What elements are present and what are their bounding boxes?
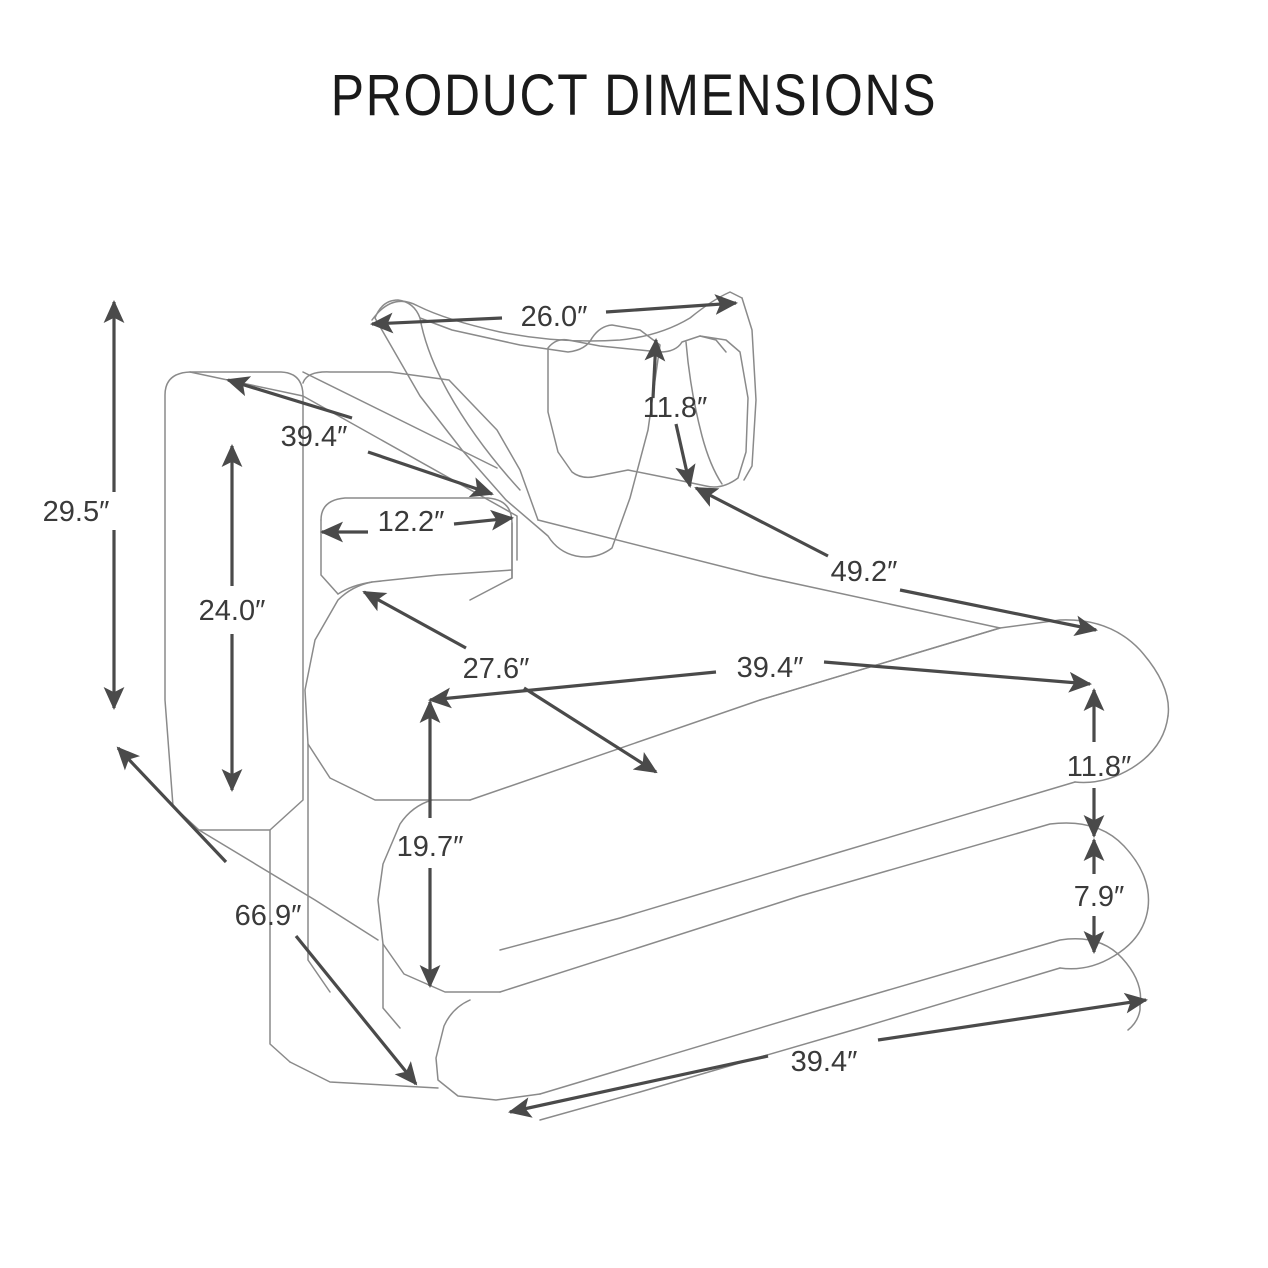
left-arm-top-inner-edge	[302, 371, 498, 469]
dimline-seat-depth-a	[362, 590, 467, 650]
left-arm-inner-return	[469, 522, 513, 601]
label-back-top-depth: 39.4″	[281, 421, 348, 453]
label-overall-depth: 66.9″	[235, 900, 302, 932]
dimline-back-top-depth-a	[226, 376, 353, 420]
dimline-seat-width-right	[823, 660, 1092, 693]
base-plinth-front	[539, 967, 1061, 1121]
label-cushion-height: 11.8″	[1067, 751, 1132, 783]
backrest-lower-edge	[337, 569, 513, 595]
left-base-front	[289, 1061, 439, 1089]
left-cushion-edge	[382, 943, 401, 1029]
label-chaise-diagonal: 49.2″	[831, 556, 898, 588]
seat-cushion-layer	[377, 799, 501, 993]
dimline-overall-width-a	[508, 1054, 769, 1118]
pillow-top-sweep-right	[741, 297, 757, 481]
dimline-seat-depth-b	[523, 686, 658, 774]
label-arm-height: 24.0″	[199, 595, 266, 627]
label-seat-depth: 27.6″	[463, 653, 530, 685]
product-outline	[164, 291, 1170, 1121]
dimline-pillow-width-right	[605, 294, 738, 315]
backrest-panel	[302, 371, 539, 521]
chaise-seam-right	[759, 627, 1001, 701]
label-pillow-height: 11.8″	[643, 392, 708, 424]
pillow-right-body	[699, 335, 727, 353]
seat-top-right-run	[469, 619, 1170, 801]
label-seat-height: 19.7″	[397, 831, 464, 863]
label-seat-width: 39.4″	[737, 652, 804, 684]
seat-cushion-front-edge	[499, 781, 1076, 951]
dimline-pillow-height-upper	[644, 338, 666, 399]
label-arm-width: 12.2″	[378, 506, 445, 538]
chaise-right-end-upper	[1074, 715, 1169, 784]
left-side-lower-face	[198, 829, 379, 941]
dimline-pillow-width-left	[370, 312, 503, 334]
dimline-overall-depth-a	[116, 746, 228, 864]
back-pillow-left-inner-seam	[419, 317, 521, 491]
dimline-seat-width-left	[428, 670, 717, 709]
dimension-lines	[103, 294, 1148, 1118]
seat-top-surface	[304, 581, 471, 801]
label-overall-height: 29.5″	[43, 496, 110, 528]
dimension-labels: 29.5″ 39.4″ 12.2″ 24.0″ 26.0″ 11.8″ 49.2…	[43, 301, 1132, 1078]
base-plinth-top-run	[539, 938, 1142, 1095]
left-side-base-face	[269, 829, 291, 1063]
seat-cushion-top-run	[499, 822, 1150, 993]
left-lower-seat-edge	[307, 743, 331, 993]
dimline-overall-depth-b	[294, 934, 418, 1086]
label-overall-width: 39.4″	[791, 1046, 858, 1078]
dimline-back-top-depth-b	[367, 450, 494, 498]
left-arm-outer-panel	[164, 371, 304, 831]
dimline-arm-width-right	[453, 509, 514, 531]
dimline-chaise-diagonal-a	[694, 486, 829, 558]
dimline-overall-width-b	[877, 992, 1148, 1042]
seat-cushion-right-end	[1059, 907, 1149, 970]
label-pillow-width: 26.0″	[521, 301, 588, 333]
seat-top-back-edge	[537, 519, 1001, 629]
back-pillow-right-inner-seam	[685, 341, 723, 485]
pillow-top-sweep-left	[371, 291, 743, 342]
dimline-chaise-diagonal-b	[899, 588, 1098, 636]
page-title: PRODUCT DIMENSIONS	[330, 63, 938, 128]
label-base-height: 7.9″	[1074, 881, 1125, 913]
dimline-pillow-height-lower	[674, 423, 696, 488]
base-plinth-layer	[435, 999, 541, 1101]
base-plinth-right-side	[1127, 1005, 1141, 1031]
